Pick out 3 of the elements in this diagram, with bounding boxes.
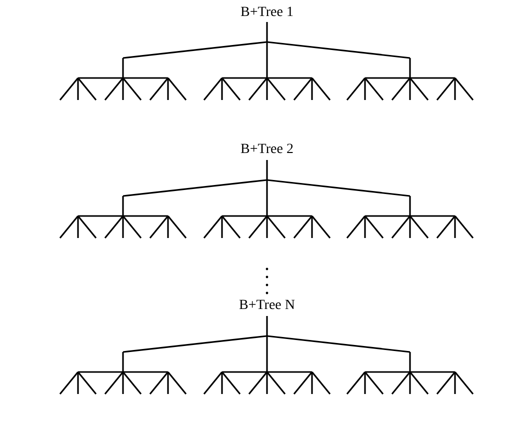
- tree-title: B+Tree N: [239, 298, 295, 314]
- tree-title: B+Tree 1: [240, 5, 294, 21]
- tree-title: B+Tree 2: [240, 142, 294, 158]
